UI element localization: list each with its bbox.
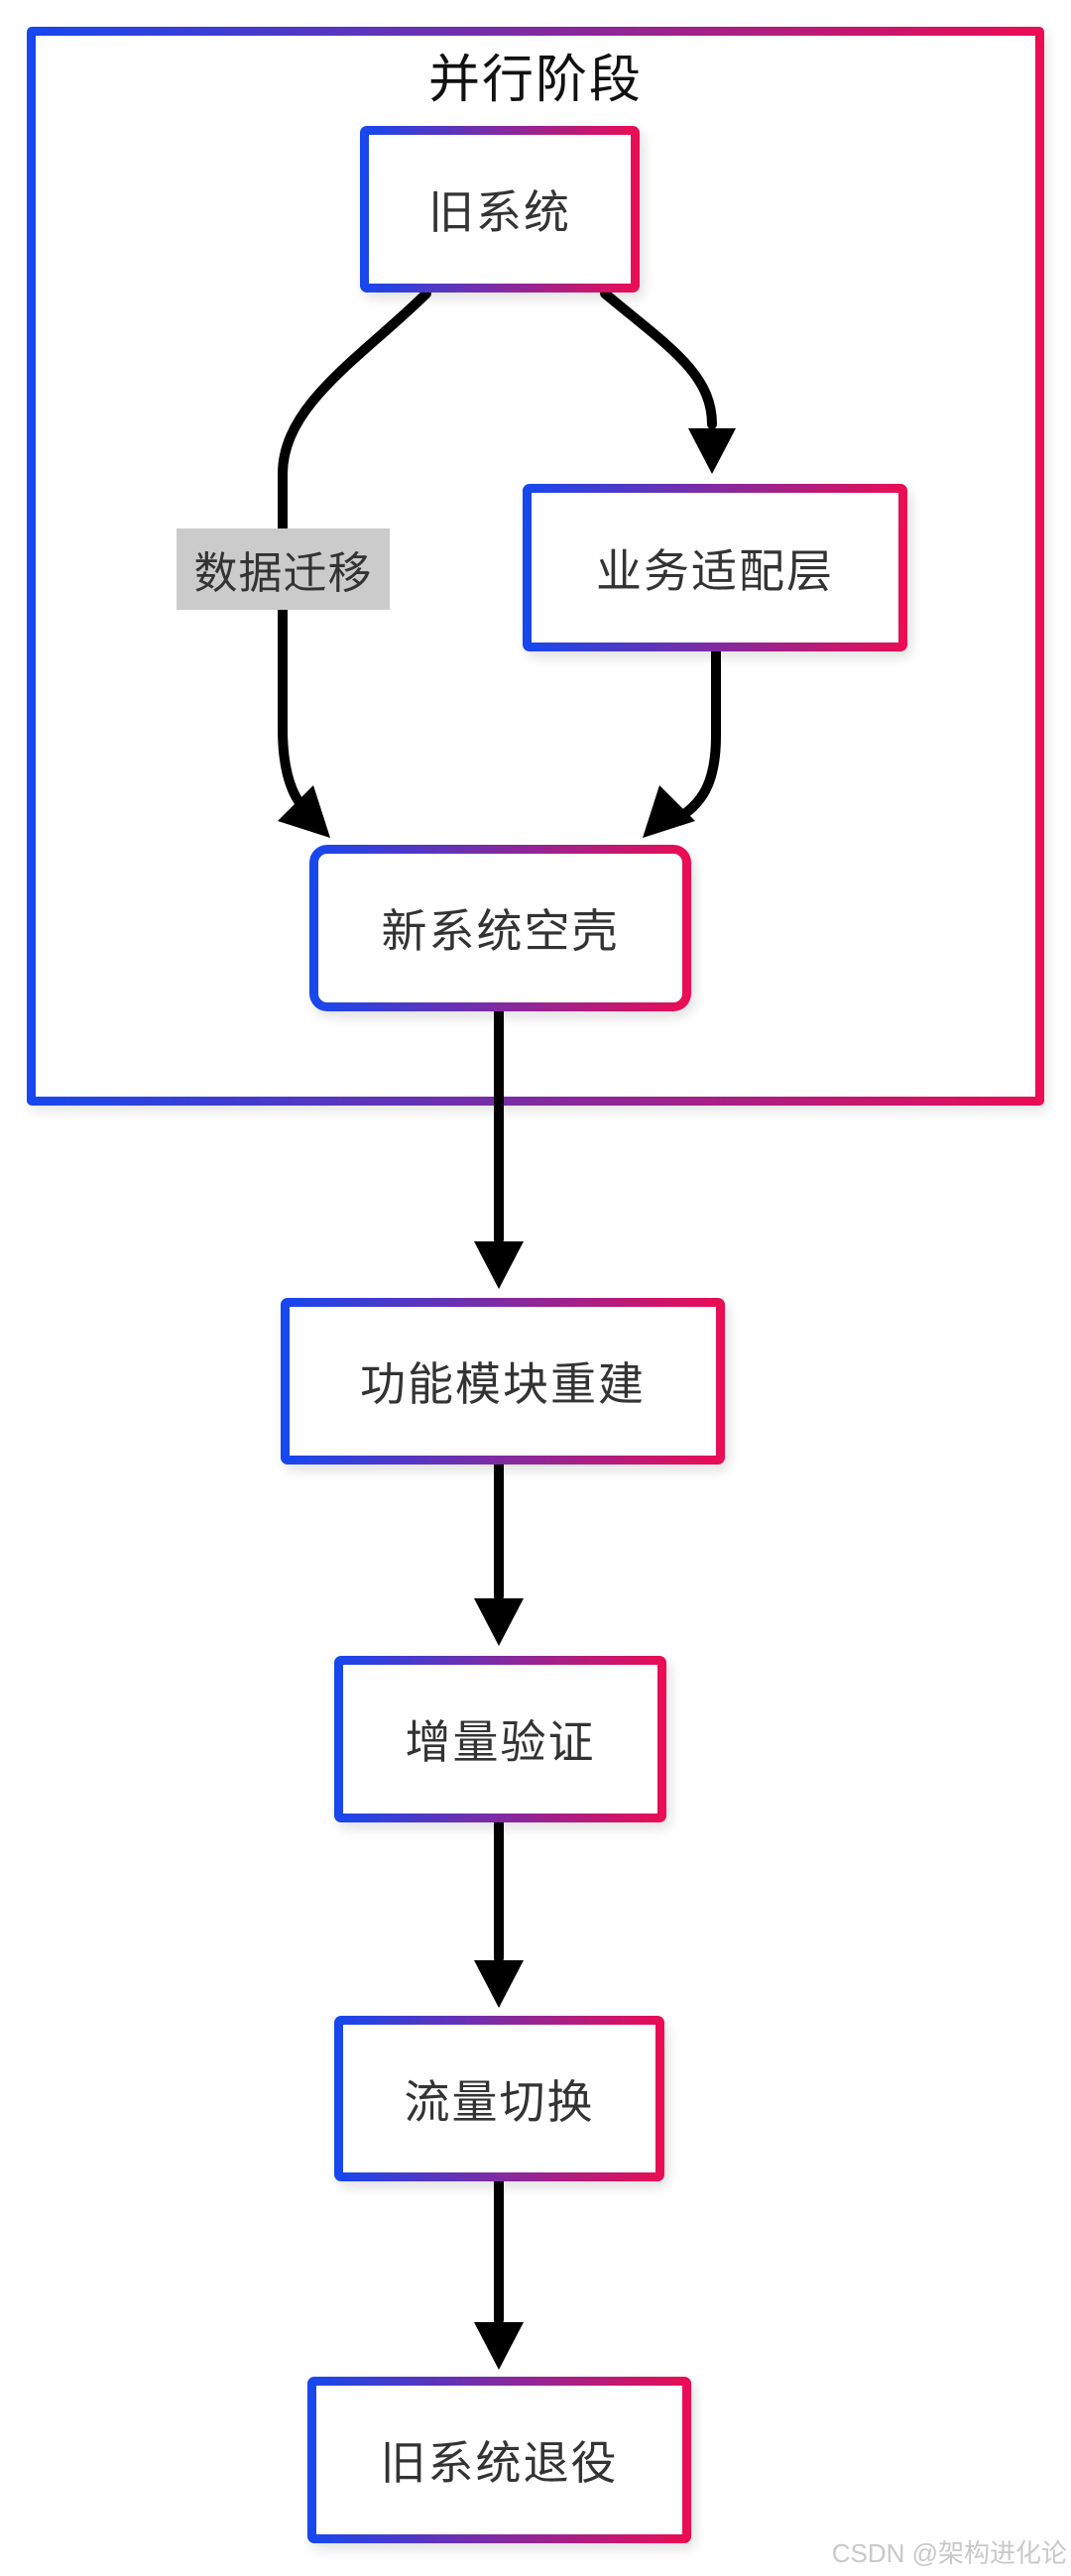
node-new-system-shell: 新系统空壳 — [309, 845, 691, 1011]
edge-old-system-to-shell — [278, 289, 431, 838]
edge-rebuild-to-verify-arrowhead — [474, 1598, 524, 1646]
edge-rebuild-to-verify — [474, 1460, 524, 1646]
edge-adapter-to-shell-line — [661, 646, 721, 830]
edge-old-system-to-adapter-arrowhead — [688, 428, 736, 474]
edge-label-data-migration: 数据迁移 — [177, 528, 390, 610]
node-old-system: 旧系统 — [360, 126, 640, 293]
node-business-adapter-layer: 业务适配层 — [523, 484, 907, 651]
edge-adapter-to-shell — [643, 646, 721, 838]
edge-switch-to-retire-arrowhead — [474, 2322, 524, 2370]
edge-adapter-to-shell-arrowhead — [643, 785, 695, 838]
edge-verify-to-switch — [474, 1817, 524, 2008]
subgraph-title: 并行阶段 — [427, 52, 643, 109]
edge-old-system-to-shell-arrowhead — [278, 785, 330, 838]
edge-old-system-to-adapter — [600, 289, 736, 474]
node-incremental-verification: 增量验证 — [334, 1656, 666, 1822]
edge-shell-to-rebuild — [474, 1006, 524, 1289]
node-old-system-retire: 旧系统退役 — [307, 2377, 691, 2543]
edge-old-system-to-adapter-line — [600, 289, 717, 429]
edge-shell-to-rebuild-arrowhead — [474, 1241, 524, 1289]
node-function-module-rebuild: 功能模块重建 — [281, 1298, 725, 1464]
node-traffic-switch: 流量切换 — [334, 2016, 664, 2181]
edge-verify-to-switch-arrowhead — [474, 1960, 524, 2008]
watermark: CSDN @架构进化论 — [831, 2538, 1067, 2568]
edge-old-system-to-shell-line — [278, 289, 431, 826]
edge-switch-to-retire — [474, 2176, 524, 2370]
